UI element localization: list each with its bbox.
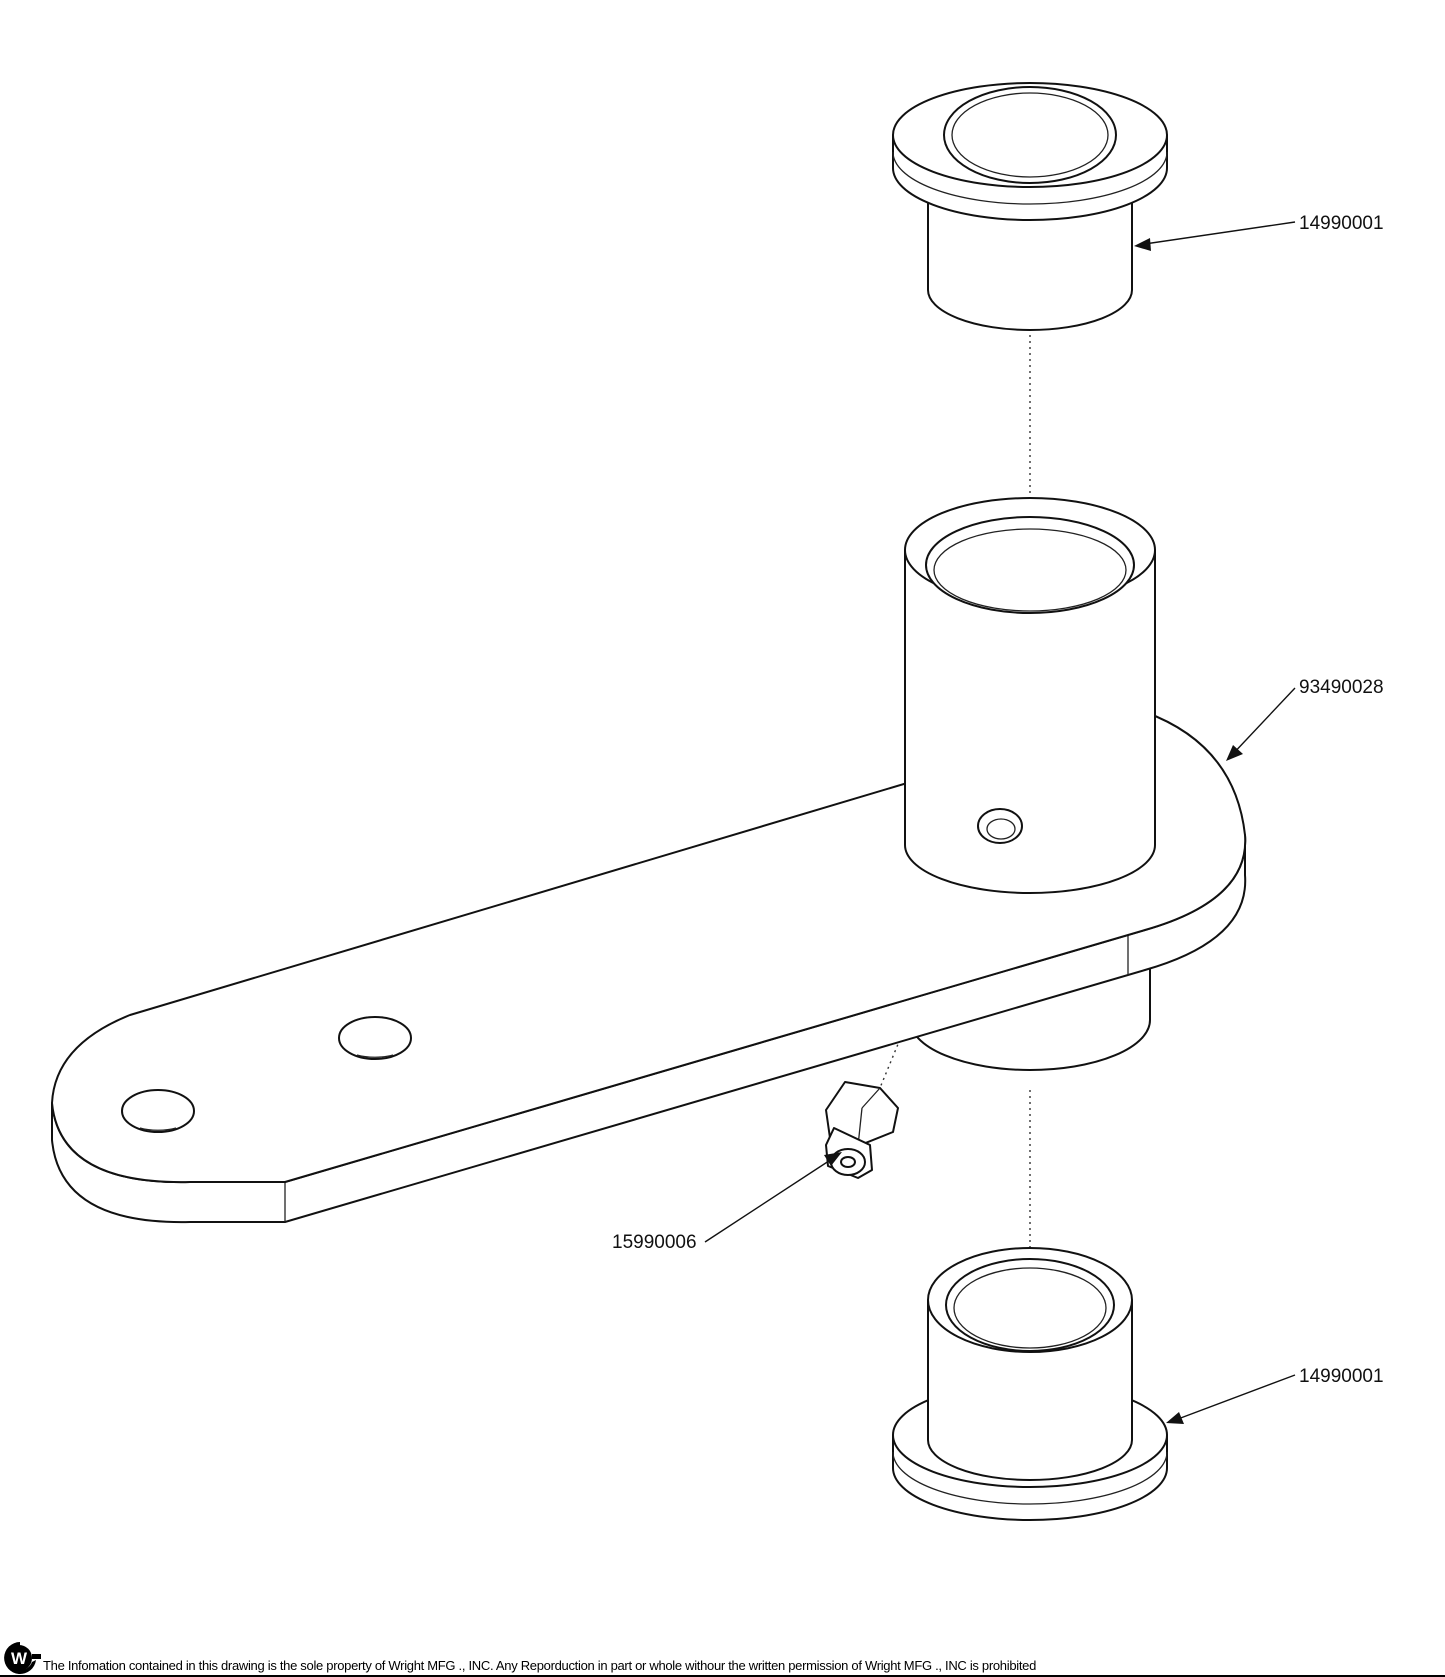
footer-rule <box>0 1675 1445 1677</box>
logo-letter: W <box>11 1649 28 1668</box>
leader-lines <box>704 221 1296 1424</box>
pivot-arm-assembly[interactable] <box>51 497 1247 1224</box>
drawing-footer: W The Infomation contained in this drawi… <box>0 1638 1445 1677</box>
callout-top-bushing: 14990001 <box>1299 213 1384 234</box>
bottom-flanged-bushing[interactable] <box>892 1247 1168 1521</box>
grease-fitting[interactable] <box>825 1081 899 1179</box>
callout-bottom-bushing: 14990001 <box>1299 1366 1384 1387</box>
wright-logo-icon: W <box>4 1642 41 1674</box>
proprietary-notice: The Infomation contained in this drawing… <box>43 1658 1037 1673</box>
callout-arm-assembly: 93490028 <box>1299 677 1384 698</box>
top-flanged-bushing[interactable] <box>892 82 1168 331</box>
callout-grease-fitting: 15990006 <box>612 1232 697 1253</box>
